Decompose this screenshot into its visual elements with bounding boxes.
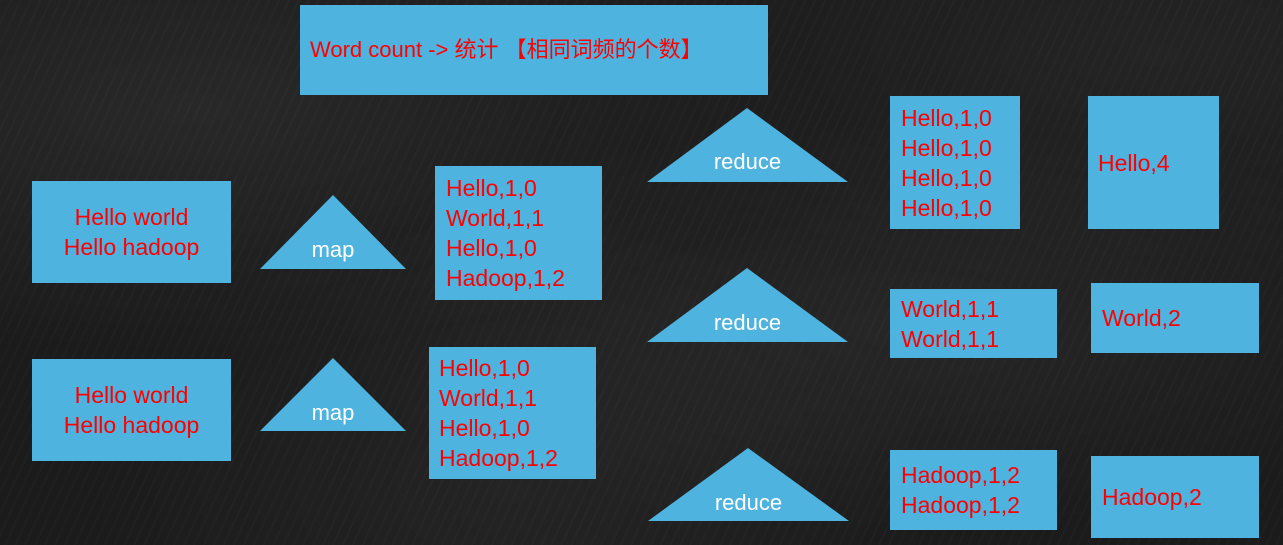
kv-line: Hadoop,1,2 <box>901 462 1020 488</box>
input-line: Hello hadoop <box>63 412 200 438</box>
map-output-box-1: Hello,1,0 World,1,1 Hello,1,0 Hadoop,1,2 <box>435 166 602 300</box>
triangle-shape <box>260 358 406 431</box>
map-output-box-2: Hello,1,0 World,1,1 Hello,1,0 Hadoop,1,2 <box>429 347 596 479</box>
reduce-label: reduce <box>713 310 782 335</box>
reduce-label: reduce <box>713 149 782 174</box>
reduce-triangle-1: reduce <box>647 108 848 182</box>
triangle-shape <box>260 195 406 269</box>
kv-line: World,1,1 <box>901 295 1000 322</box>
map-triangle-2: map <box>260 358 406 431</box>
triangle-shape <box>647 268 848 342</box>
input-box-2: Hello world Hello hadoop <box>32 359 231 461</box>
kv-line: Hadoop,1,2 <box>439 445 558 471</box>
input-line: Hello hadoop <box>63 234 200 260</box>
diagram-title: Word count -> 统计 【相同词频的个数】 <box>310 37 703 62</box>
reduce-triangle-3: reduce <box>648 448 849 521</box>
kv-line: Hello,1,0 <box>439 355 530 381</box>
kv-line: Hadoop,1,2 <box>901 492 1020 518</box>
kv-line: Hello,1,0 <box>901 104 992 131</box>
kv-line: Hello,1,0 <box>439 415 530 441</box>
group-box-hadoop: Hadoop,1,2 Hadoop,1,2 <box>890 450 1057 530</box>
kv-line: Hello,1,0 <box>901 164 992 191</box>
result-value: Hadoop,2 <box>1102 484 1202 510</box>
kv-line: Hello,1,0 <box>901 134 992 161</box>
kv-line: Hello,1,0 <box>446 235 537 261</box>
group-box-hello: Hello,1,0 Hello,1,0 Hello,1,0 Hello,1,0 <box>890 96 1020 229</box>
input-line: Hello world <box>74 204 189 230</box>
result-box-hadoop: Hadoop,2 <box>1091 456 1259 538</box>
reduce-triangle-2: reduce <box>647 268 848 342</box>
result-value: World,2 <box>1102 305 1181 331</box>
kv-line: World,1,1 <box>446 205 545 231</box>
input-box-1: Hello world Hello hadoop <box>32 181 231 283</box>
reduce-label: reduce <box>714 490 783 515</box>
kv-line: World,1,1 <box>439 385 538 411</box>
triangle-shape <box>647 108 848 182</box>
result-box-hello: Hello,4 <box>1088 96 1219 229</box>
map-triangle-1: map <box>260 195 406 269</box>
map-label: map <box>311 237 355 262</box>
kv-line: Hadoop,1,2 <box>446 265 565 291</box>
triangle-shape <box>648 448 849 521</box>
group-box-world: World,1,1 World,1,1 <box>890 289 1057 358</box>
kv-line: Hello,1,0 <box>901 194 992 221</box>
kv-line: World,1,1 <box>901 325 1000 352</box>
map-label: map <box>311 400 355 425</box>
input-line: Hello world <box>74 382 189 408</box>
title-box: Word count -> 统计 【相同词频的个数】 <box>300 5 768 95</box>
kv-line: Hello,1,0 <box>446 175 537 201</box>
result-box-world: World,2 <box>1091 283 1259 353</box>
result-value: Hello,4 <box>1098 149 1170 176</box>
